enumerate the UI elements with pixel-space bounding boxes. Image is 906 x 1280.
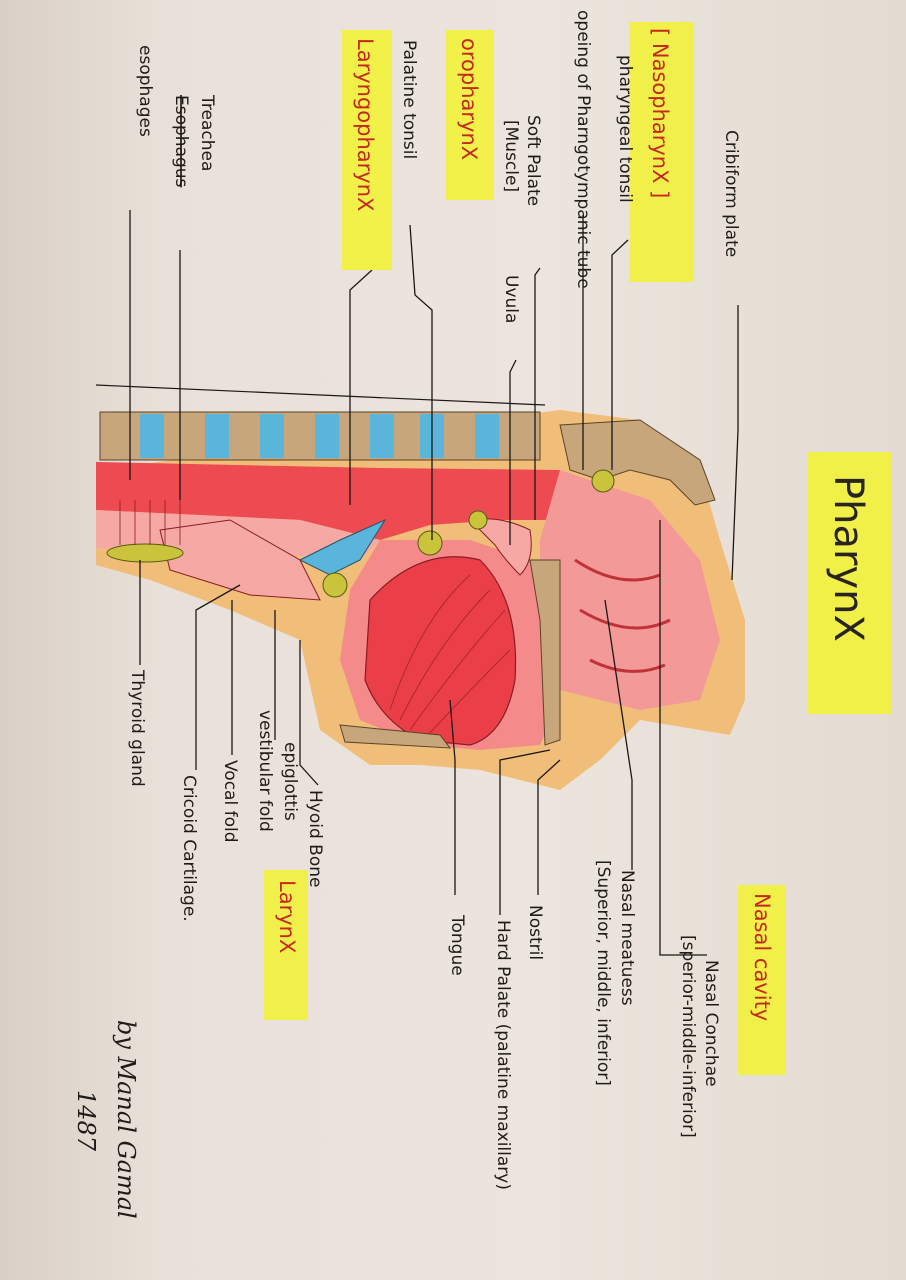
label-vocal-fold: Vocal fold <box>220 760 240 843</box>
oropharynx-heading: oropharynX <box>457 38 481 160</box>
tracheal-rings <box>119 500 181 545</box>
leader-uvula <box>509 359 517 545</box>
leader-palatine-tonsil <box>409 224 433 540</box>
label-nasal-meatuses: Nasal meatuess <box>617 870 637 1006</box>
highlight-nasal-cavity <box>738 885 786 1075</box>
label-soft-palate-note: [Muscle] <box>501 120 521 192</box>
highlight-oropharynx <box>446 30 494 200</box>
label-esophagus-struck: Esophagus <box>171 95 191 188</box>
leader-nostril <box>537 759 561 895</box>
leader-hard-palate <box>499 749 551 915</box>
nasal-cavity-heading: Nasal cavity <box>750 893 774 1021</box>
label-soft-palate: Soft Palate <box>523 115 543 206</box>
palatine-tonsil-shape <box>417 530 443 556</box>
lingual-tonsil-shape <box>322 572 348 598</box>
label-esophagus: esophages <box>135 45 155 137</box>
highlight-title <box>808 452 892 714</box>
leader-nasal-meatuses <box>604 599 633 870</box>
sagittal-section <box>95 384 745 790</box>
hard-palate-bone <box>529 559 561 746</box>
vertebral-column <box>99 411 541 461</box>
label-thyroid-gland: Thyroid gland <box>127 669 147 787</box>
soft-palate-shape <box>468 518 532 576</box>
leader-lines <box>129 210 739 956</box>
author-number: 1487 <box>72 1090 100 1152</box>
page-title: PharynX <box>825 475 871 642</box>
highlight-larynx <box>264 870 308 1020</box>
highlights <box>264 22 892 1075</box>
nasal-cavity-region <box>540 470 720 710</box>
nasopharynx-heading: [ NasopharynX ] <box>648 28 672 198</box>
label-palatine-tonsil: Palatine tonsil <box>399 40 419 159</box>
larynx-heading: LarynX <box>275 880 299 953</box>
pharynx-tube <box>96 462 640 560</box>
label-nasal-meatuses-note: [Superior, middle, inferior] <box>593 860 613 1086</box>
label-cricoid-cartilage: Cricoid Cartilage. <box>179 775 199 922</box>
label-pharyngeal-tonsil: pharyngeal tonsil <box>615 55 635 203</box>
leader-cribriform-plate <box>731 305 739 581</box>
intervertebral-disc <box>140 414 164 458</box>
leader-pharyngeal-tonsil <box>611 239 629 470</box>
label-tube-opening: opeing of Pharngotympanic tube <box>573 10 593 289</box>
skull-base-bone <box>559 419 716 506</box>
leader-soft-palate <box>534 267 541 520</box>
highlight-nasopharynx <box>630 22 694 282</box>
mandible-bone <box>339 724 452 749</box>
label-nasal-conchae-note: [sperior-middle-inferior] <box>678 935 698 1138</box>
label-nasal-conchae: Nasal Conchae <box>701 960 721 1087</box>
epiglottis-shape <box>298 518 387 576</box>
tongue-fibers <box>389 574 511 739</box>
label-uvula: Uvula <box>501 275 521 323</box>
intervertebral-disc <box>260 414 284 458</box>
tubal-tonsil-shape <box>468 510 488 530</box>
leader-cricoid-cartilage <box>195 584 241 770</box>
label-epiglottis: epiglottis <box>280 742 300 821</box>
author-signature: by Manal Gamal <box>112 1020 140 1219</box>
leader-laryngopharynx <box>349 269 373 505</box>
leader-nasal-conchae <box>659 520 707 956</box>
pharyngeal-tonsil-shape <box>591 469 615 493</box>
intervertebral-disc <box>370 414 394 458</box>
label-nostril: Nostril <box>525 905 545 960</box>
nasal-concha-lines <box>574 558 671 673</box>
label-hard-palate: Hard Palate (palatine maxillary) <box>493 920 513 1190</box>
label-hyoid-bone: Hyoid Bone <box>305 790 325 887</box>
highlight-laryngopharynx <box>342 30 392 270</box>
laryngopharynx-heading: LaryngopharynX <box>353 38 377 211</box>
label-cribriform-plate: Cribiform plate <box>721 130 741 257</box>
spine-outline <box>95 384 546 406</box>
leader-tongue <box>449 699 456 895</box>
intervertebral-disc <box>315 414 339 458</box>
leader-hyoid-bone <box>299 640 319 786</box>
intervertebral-disc <box>475 414 499 458</box>
intervertebral-disc <box>205 414 229 458</box>
labels: PharynX [ NasopharynX ] oropharynX Laryn… <box>72 10 871 1219</box>
label-trachea: Treachea <box>197 94 217 171</box>
thyroid-gland-shape <box>106 543 184 563</box>
label-tongue: Tongue <box>447 914 467 976</box>
larynx-cartilage <box>159 519 321 601</box>
label-vestibular-fold: vestibular fold <box>255 710 275 832</box>
